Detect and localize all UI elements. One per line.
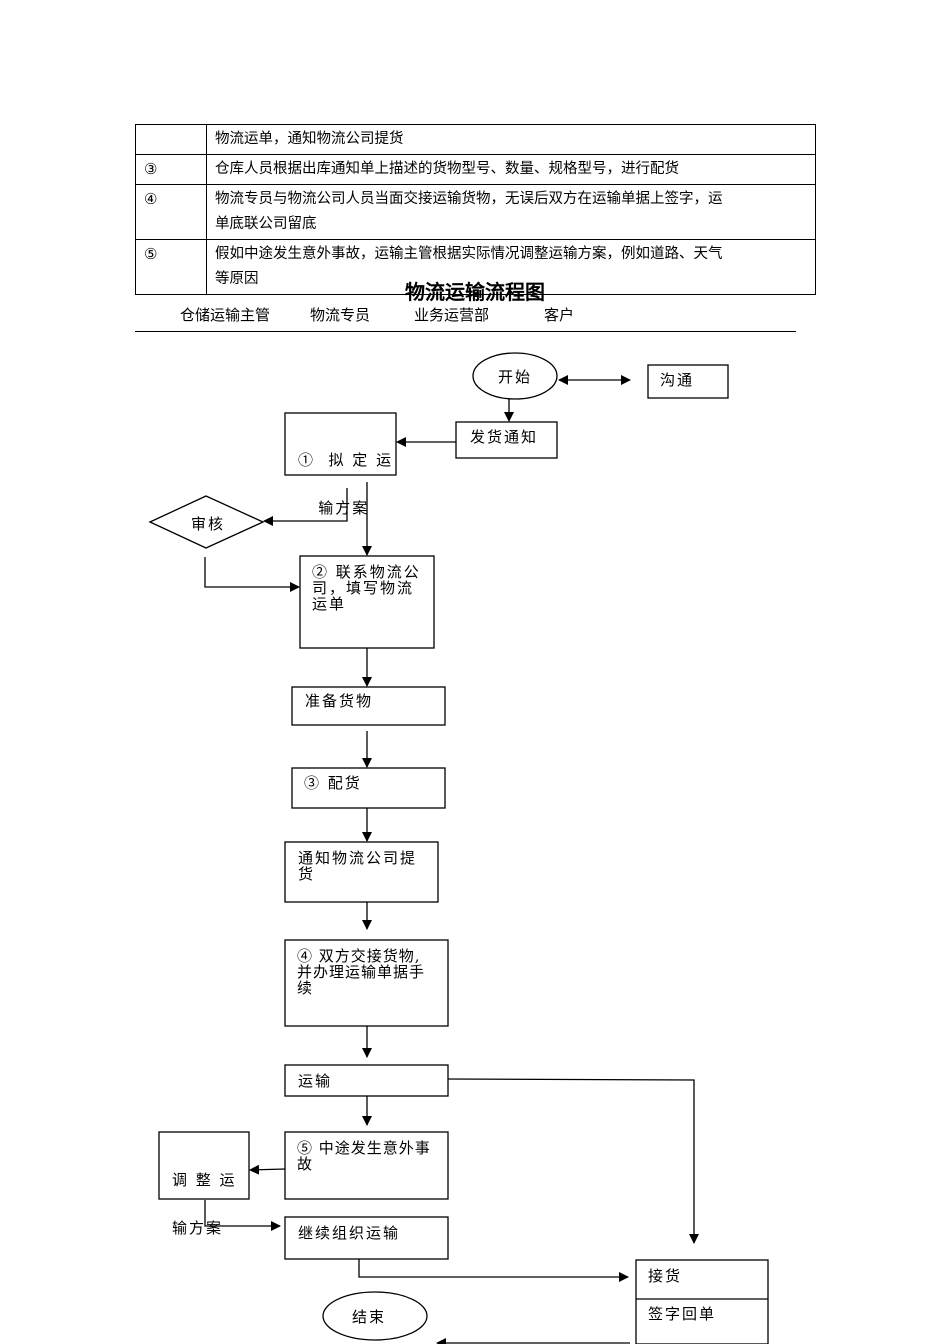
end-ellipse xyxy=(322,1291,428,1341)
communicate-box xyxy=(647,364,729,399)
lane-warehouse-transport-supervisor: 仓储运输主管 xyxy=(180,306,271,324)
step-description: 假如中途发生意外事故，运输主管根据实际情况调整运输方案，例如道路、天气等原因 xyxy=(206,239,816,295)
handover-label: ④ 双方交接货物, 并办理运输单据手 续 xyxy=(297,947,426,997)
lane-customer: 客户 xyxy=(544,306,575,324)
continue-box xyxy=(284,1216,449,1260)
communicate-label: 沟通 xyxy=(660,371,695,389)
transport-label: 运输 xyxy=(298,1072,333,1090)
allocate-label: ③ 配货 xyxy=(304,774,362,792)
arrow-plan-review xyxy=(263,488,348,526)
adjust-label: 调 整 运 输方案 xyxy=(172,1171,237,1237)
step-description: 物流专员与物流公司人员当面交接运输货物，无误后双方在运输单据上签字，运单底联公司… xyxy=(206,184,816,240)
arrow-continue-receive xyxy=(358,1259,629,1282)
lane-logistics-specialist: 物流专员 xyxy=(310,306,371,324)
receive-box xyxy=(635,1259,769,1344)
accident-box xyxy=(284,1131,449,1200)
notify-pickup-label: 通知物流公司提 货 xyxy=(298,849,418,883)
accident-label: ⑤ 中途发生意外事 故 xyxy=(297,1139,431,1173)
contact-label: ② 联系物流公 司，填写物流 运单 xyxy=(312,563,421,613)
review-label: 审核 xyxy=(191,515,226,533)
plan-label: ① 拟 定 运 输方案 xyxy=(298,451,394,517)
receive-label: 接货 xyxy=(648,1267,683,1285)
notify-pickup-box xyxy=(284,841,439,903)
shipping-notice-box xyxy=(455,421,558,459)
lane-business-operations: 业务运营部 xyxy=(414,306,490,324)
prepare-box xyxy=(291,686,446,726)
start-label: 开始 xyxy=(498,368,533,386)
header-divider xyxy=(135,331,796,332)
sign-receipt-label: 签字回单 xyxy=(648,1305,717,1323)
adjust-box xyxy=(158,1131,250,1200)
arrow-adjust-continue xyxy=(204,1200,281,1231)
shipping-notice-label: 发货通知 xyxy=(470,428,539,446)
arrow-transport-receive xyxy=(447,1078,699,1244)
table-row: ⑤ 假如中途发生意外事故，运输主管根据实际情况调整运输方案，例如道路、天气等原因 xyxy=(135,239,816,295)
prepare-label: 准备货物 xyxy=(305,692,374,710)
flowchart-title: 物流运输流程图 xyxy=(405,280,545,304)
arrow-review-contact xyxy=(204,557,300,592)
step-description: 仓库人员根据出库通知单上描述的货物型号、数量、规格型号，进行配货 xyxy=(206,154,816,185)
allocate-box xyxy=(291,767,446,809)
continue-label: 继续组织运输 xyxy=(298,1224,401,1242)
end-label: 结束 xyxy=(352,1308,387,1326)
start-ellipse xyxy=(472,352,558,400)
table-row: ④ 物流专员与物流公司人员当面交接运输货物，无误后双方在运输单据上签字，运单底联… xyxy=(135,184,816,240)
step-number: ⑤ xyxy=(135,239,207,295)
arrow-accident-adjust xyxy=(249,1164,286,1175)
steps-table: 物流运单，通知物流公司提货 ③ 仓库人员根据出库通知单上描述的货物型号、数量、规… xyxy=(135,124,816,295)
